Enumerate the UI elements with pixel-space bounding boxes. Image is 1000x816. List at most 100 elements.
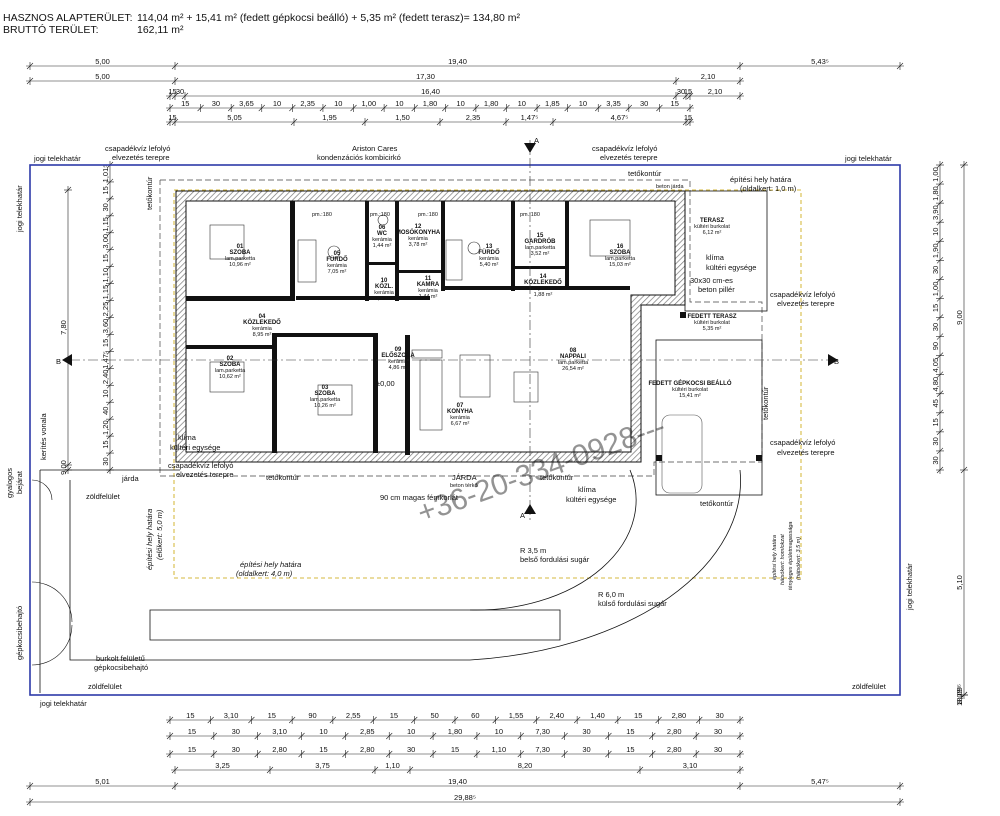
dimension-label: 2,10 [701, 72, 716, 81]
svg-text:4,86 m²: 4,86 m² [389, 365, 408, 371]
svg-text:09: 09 [395, 347, 402, 353]
label-jogi-telekhatar-bl: jogi telekhatár [39, 699, 87, 708]
dimension-label: 15 [101, 339, 110, 347]
dimension-label: 90 [931, 342, 940, 350]
dimension-label: 7,30 [535, 745, 550, 754]
dimension-label: 1,47⁵ [101, 351, 110, 369]
svg-text:kerámia: kerámia [372, 237, 393, 243]
label-pm180-2: pm.:180 [370, 212, 390, 218]
label-tetokontur-left: tetőkontúr [145, 176, 154, 210]
svg-text:6,12 m²: 6,12 m² [703, 230, 722, 236]
label-pm180-1: pm.:180 [312, 212, 332, 218]
dimension-label: 10 [334, 99, 342, 108]
dimension-label: 30 [714, 727, 722, 736]
dimension-label: 60 [471, 711, 479, 720]
svg-text:3,52 m²: 3,52 m² [531, 251, 550, 257]
dimension-label: 15 [931, 418, 940, 426]
dimension-label: 2,80 [360, 745, 375, 754]
dimension-label: 2,40 [549, 711, 564, 720]
dimension-label: 10 [518, 99, 526, 108]
label-klima-2: klíma [178, 433, 197, 442]
dimension-label: 15 [931, 304, 940, 312]
svg-text:07: 07 [457, 403, 464, 409]
dimension-label: 2,80 [667, 745, 682, 754]
label-oldalkert-4: (oldalkert: 4,0 m) [236, 569, 293, 578]
dimension-label: 4,67⁵ [611, 113, 629, 122]
dimension-label: 30 [931, 456, 940, 464]
svg-text:lam.parketta: lam.parketta [525, 245, 556, 251]
label-r35: R 3,5 m [520, 546, 546, 555]
label-jarda-big: JÁRDA [452, 473, 477, 482]
label-hatsokert-1: építési hely határa [772, 535, 778, 580]
dimension-label: 5,00 [95, 72, 110, 81]
svg-text:26,54 m²: 26,54 m² [562, 366, 584, 372]
dimension-label: 1,00 [931, 167, 940, 182]
svg-text:kerámia: kerámia [408, 236, 429, 242]
label-jogi-telekhatar-left: jogi telekhatár [15, 185, 24, 233]
label-pm180-4: pm.:180 [520, 212, 540, 218]
svg-text:1,44 m²: 1,44 m² [373, 243, 392, 249]
svg-text:kerámia: kerámia [388, 359, 409, 365]
dimension-label: 15 [188, 727, 196, 736]
dimension-label: 15 [684, 87, 692, 96]
dimension-label: 1,47⁵ [521, 113, 539, 122]
section-arrow-a-bottom [524, 504, 536, 514]
section-label-b-right: B [834, 357, 839, 366]
dimension-label: 10 [495, 727, 503, 736]
label-beton-piller-2: beton pillér [698, 285, 735, 294]
label-burkolt-2: gépkocsibehajtó [94, 663, 148, 672]
dimension-label: 15 [101, 186, 110, 194]
label-jogi-telekhatar-right: jogi telekhatár [905, 563, 914, 611]
dimension-label: 3,10 [683, 761, 698, 770]
svg-text:lam.parketta: lam.parketta [215, 368, 246, 374]
building-zone [173, 189, 802, 579]
dimension-label: 30 [232, 745, 240, 754]
label-csapadek-4b: elvezetés terepre [777, 448, 835, 457]
dimension-label: 1,50 [395, 113, 410, 122]
label-klima-3: klíma [578, 485, 597, 494]
dimension-label: 10 [579, 99, 587, 108]
svg-text:15: 15 [537, 233, 544, 239]
dimension-label: 15 [684, 113, 692, 122]
dimension-label: 16,40 [421, 87, 440, 96]
dimension-label: 15 [101, 254, 110, 262]
header-gross-area-label: BRUTTÓ TERÜLET: [3, 24, 99, 36]
dimension-label: 30 [582, 727, 590, 736]
dimension-label: 19,40 [448, 57, 467, 66]
dimension-label: 15 [671, 99, 679, 108]
label-gyalogos-2: bejárat [15, 470, 24, 494]
dimension-label: 15 [319, 745, 327, 754]
svg-text:14: 14 [540, 274, 547, 280]
dimension-label: 40 [101, 407, 110, 415]
dimension-label: 15 [268, 711, 276, 720]
svg-text:11: 11 [425, 276, 432, 282]
dimension-label: 2,40 [101, 370, 110, 385]
dimension-label: 2,35 [466, 113, 481, 122]
dimension-label: 19,40 [448, 777, 467, 786]
label-epitesi-hely-bottom: építési hely határa [240, 560, 301, 569]
dimension-label: 1,95 [322, 113, 337, 122]
dimension-label: 1,80 [484, 99, 499, 108]
dimension-label: 5,05 [227, 113, 242, 122]
dimension-label: 15 [101, 440, 110, 448]
svg-text:lam.parketta: lam.parketta [225, 256, 256, 262]
svg-text:KAMRA: KAMRA [417, 282, 440, 288]
label-zoldfelulet-1: zöldfelület [86, 492, 121, 501]
dimension-label: 1,80 [931, 186, 940, 201]
dimension-label: 30 [931, 437, 940, 445]
svg-text:MOSÓKONYHA: MOSÓKONYHA [396, 228, 441, 236]
svg-text:kerámia: kerámia [327, 263, 348, 269]
svg-text:16: 16 [617, 244, 624, 250]
dimension-label: 15 [451, 745, 459, 754]
svg-text:10,26 m²: 10,26 m² [314, 403, 336, 409]
svg-text:WC: WC [377, 231, 388, 237]
dimension-label: 1,80 [448, 727, 463, 736]
svg-text:KÖZLEKEDŐ: KÖZLEKEDŐ [524, 279, 562, 286]
